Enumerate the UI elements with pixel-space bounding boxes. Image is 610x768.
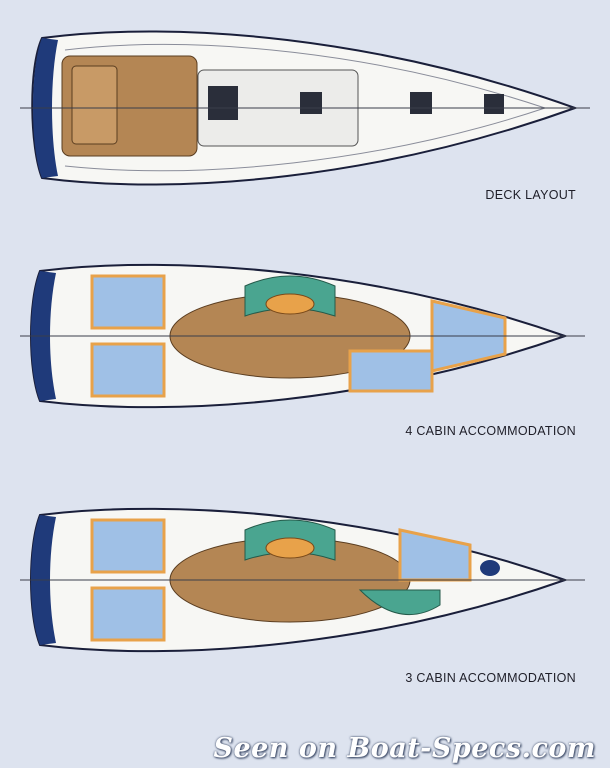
saloon-table xyxy=(265,293,315,315)
companionway-hatch xyxy=(208,86,238,120)
watermark: Seen on Boat-Specs.com xyxy=(213,733,596,764)
three-extended-settee xyxy=(358,589,441,616)
deck-hatch-3 xyxy=(484,94,504,114)
aft-cabin-starboard xyxy=(90,342,166,398)
four-cabin-caption: 4 CABIN ACCOMMODATION xyxy=(405,424,576,438)
forward-cabin-port xyxy=(348,349,434,393)
deck-layout-caption: DECK LAYOUT xyxy=(485,188,576,202)
four-cabin-plan xyxy=(20,263,585,409)
three-cabin-plan xyxy=(20,507,585,653)
helm-area xyxy=(71,65,118,145)
three-saloon-table xyxy=(265,537,315,559)
deck-hatch-1 xyxy=(300,92,322,114)
three-aft-cabin-starboard xyxy=(90,586,166,642)
deck-hatch-2 xyxy=(410,92,432,114)
three-aft-cabin-port xyxy=(90,518,166,574)
aft-cabin-port xyxy=(90,274,166,330)
three-cabin-caption: 3 CABIN ACCOMMODATION xyxy=(405,671,576,685)
three-forward-cabin xyxy=(398,528,472,582)
anchor-locker-fender xyxy=(480,560,500,576)
deck-layout-plan xyxy=(20,30,590,186)
